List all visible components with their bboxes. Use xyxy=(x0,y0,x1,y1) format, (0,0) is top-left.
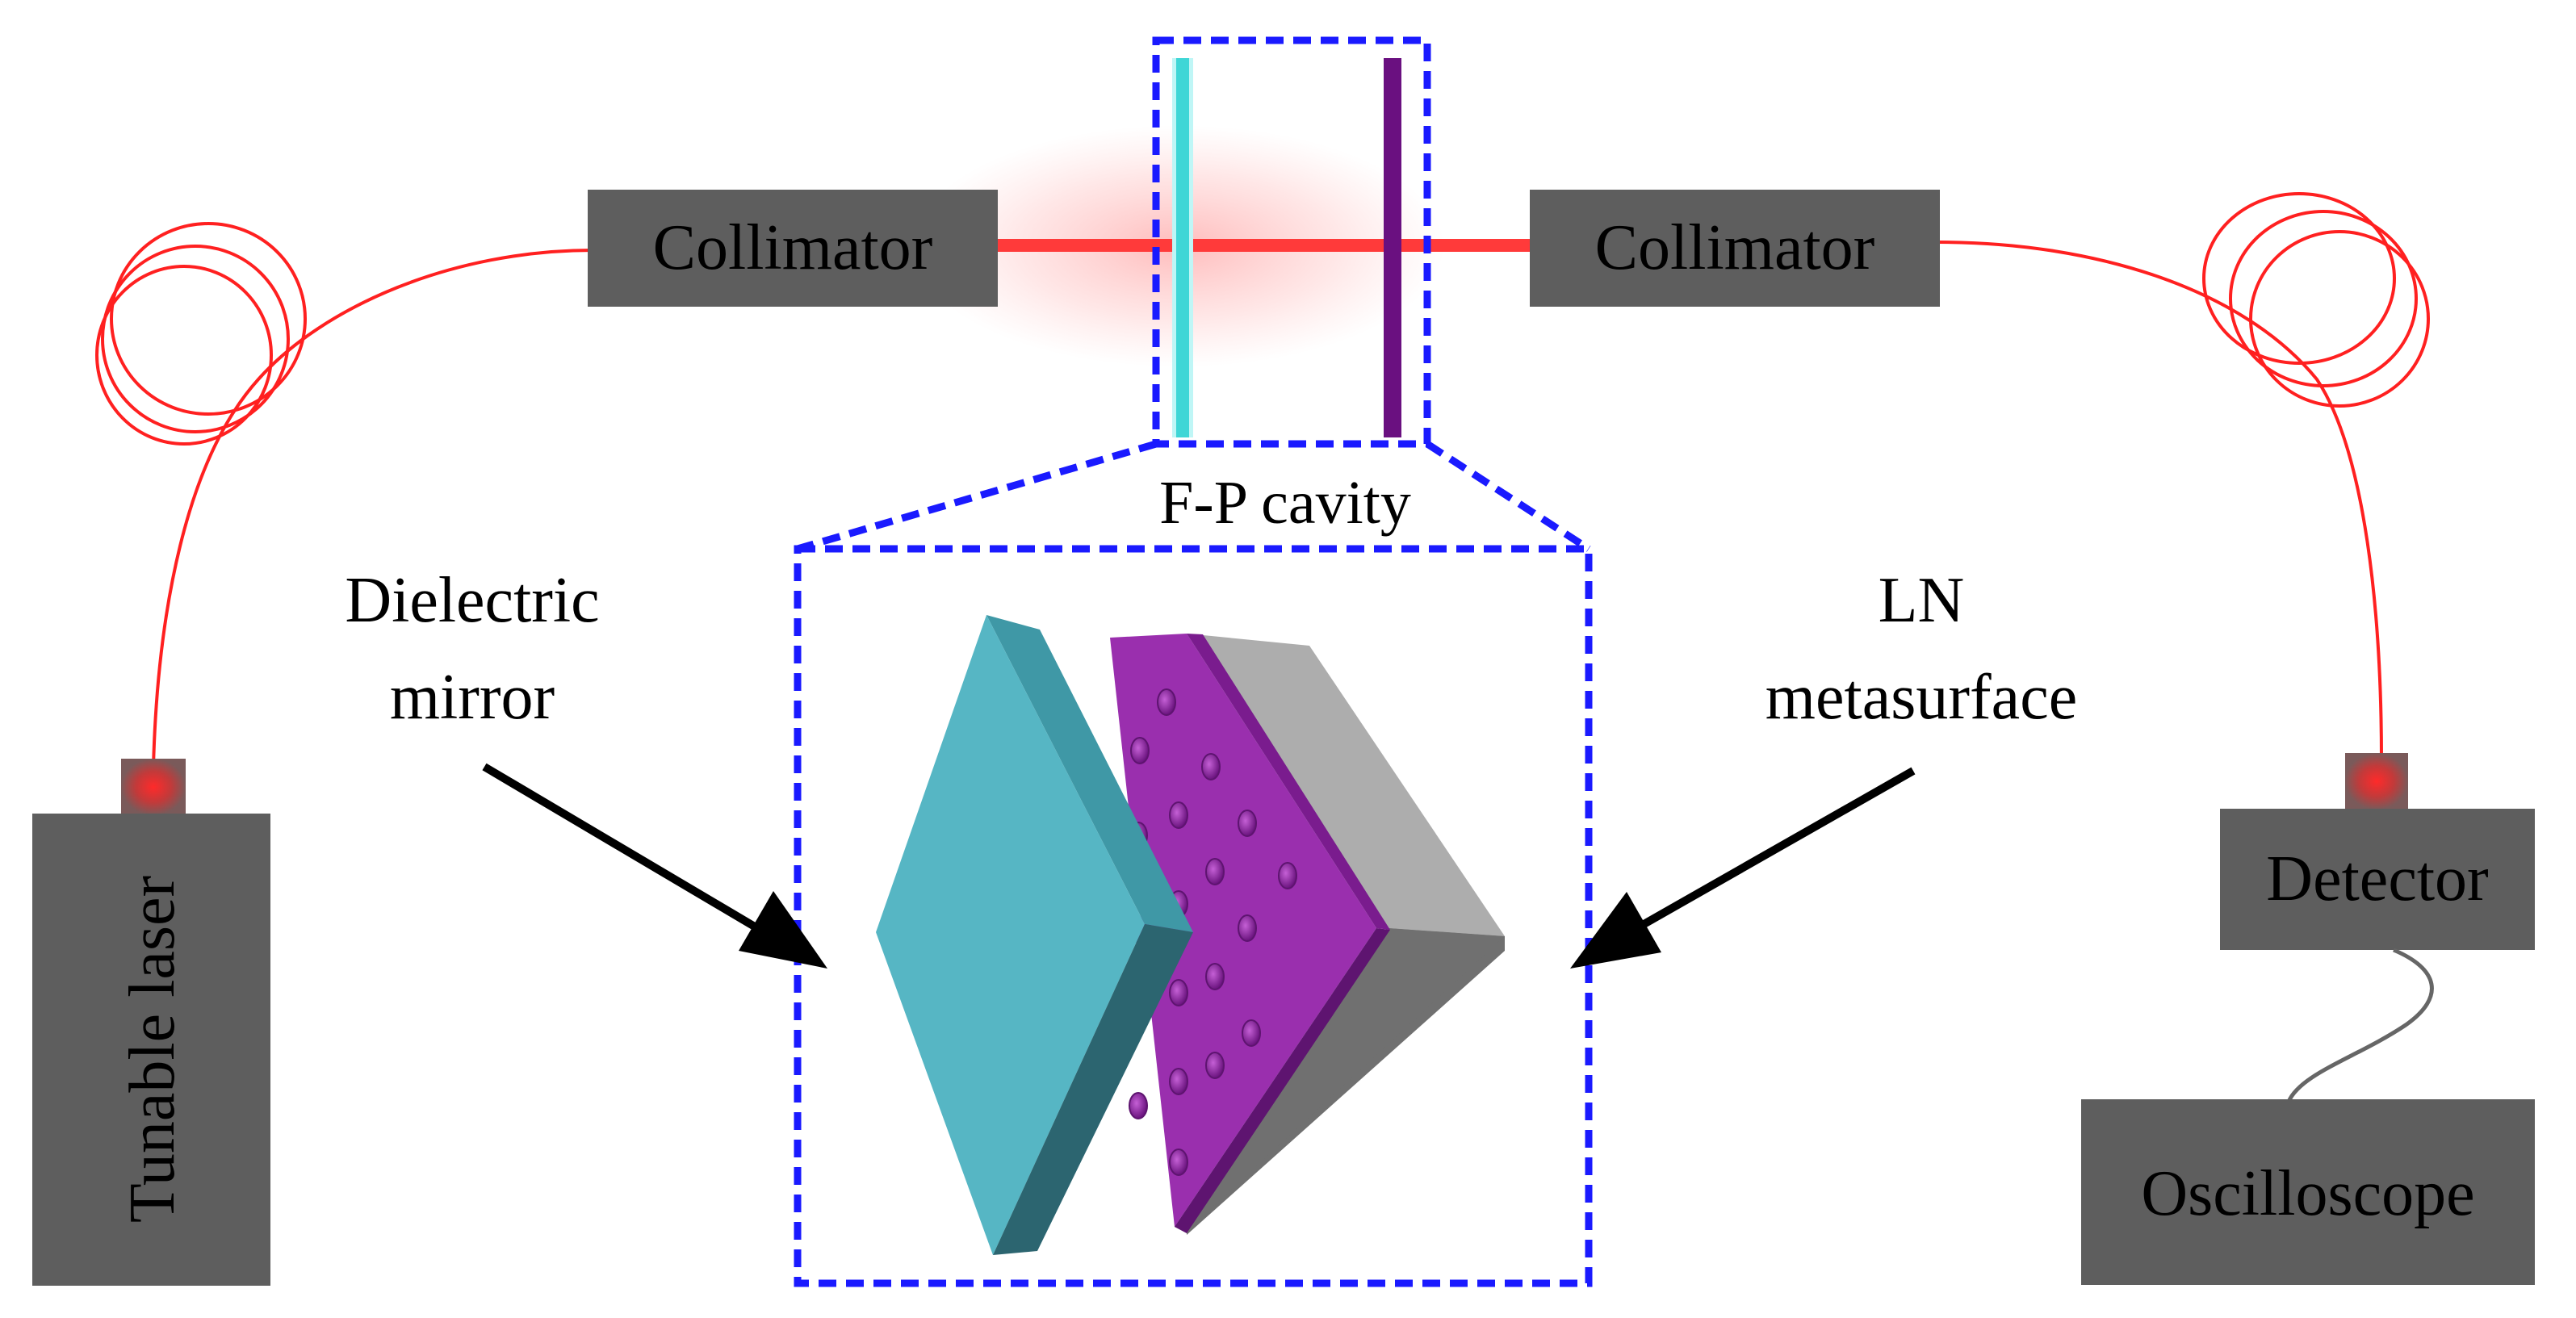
hole xyxy=(1242,1019,1261,1047)
collimator-right: Collimator xyxy=(1530,190,1940,307)
oscilloscope-label: Oscilloscope xyxy=(2141,1158,2474,1229)
fp-dielectric-mirror xyxy=(1176,58,1189,437)
fiber-right-loop-3 xyxy=(2249,230,2430,408)
metasurface-back-edge xyxy=(1187,634,1390,930)
hole xyxy=(1157,688,1176,716)
fp-cavity-top: F-P cavity xyxy=(796,36,1591,553)
fiber-right-loop-1 xyxy=(2202,192,2396,365)
hole xyxy=(1238,914,1257,942)
dielectric-mirror-label-line2: mirror xyxy=(390,662,555,733)
oscilloscope: Oscilloscope xyxy=(2081,1099,2535,1285)
detector-port xyxy=(2345,753,2408,810)
fiber-left-path xyxy=(152,249,594,768)
fiber-right-path xyxy=(1937,241,2383,759)
fiber-left xyxy=(95,222,594,768)
detector: Detector xyxy=(2220,753,2535,950)
zoom-line-left xyxy=(796,440,1158,553)
hole xyxy=(1169,801,1188,829)
ln-metasurface-label-line2: metasurface xyxy=(1766,662,2077,733)
fiber-left-loop-2 xyxy=(101,245,290,433)
hole xyxy=(1169,979,1188,1006)
hole xyxy=(1238,810,1257,837)
fp-metasurface xyxy=(1384,58,1401,437)
dielectric-mirror-label-line1: Dielectric xyxy=(345,565,599,636)
fp-cavity-dashed-box xyxy=(1152,36,1431,448)
collimator-right-box xyxy=(1530,190,1940,307)
hole xyxy=(1205,963,1225,990)
ln-metasurface-arrowhead xyxy=(1570,892,1661,969)
fiber-right-loop-2 xyxy=(2229,210,2418,387)
tunable-laser: Tunable laser xyxy=(32,759,270,1286)
detector-box xyxy=(2220,809,2535,950)
fiber-left-loop-3 xyxy=(95,265,273,446)
hole xyxy=(1201,753,1221,780)
collimator-left-label: Collimator xyxy=(653,212,933,283)
substrate-front-face-2 xyxy=(1175,928,1505,1231)
hole xyxy=(1169,1068,1188,1095)
fp-cavity-label: F-P cavity xyxy=(1159,469,1411,537)
collimator-right-label: Collimator xyxy=(1595,212,1875,283)
fiber-left-loop-1 xyxy=(110,222,307,416)
laser-beam xyxy=(997,239,1530,252)
dielectric-mirror-face xyxy=(876,615,1145,1255)
dielectric-mirror-arrow-shaft xyxy=(482,763,773,940)
tunable-laser-box xyxy=(32,814,270,1286)
hole xyxy=(1129,1092,1148,1119)
inset-dashed-box xyxy=(794,545,1593,1287)
dielectric-mirror-arrowhead xyxy=(739,891,827,969)
tunable-laser-port xyxy=(121,759,186,815)
substrate-front-lower xyxy=(1187,936,1505,1235)
oscilloscope-box xyxy=(2081,1099,2535,1285)
tunable-laser-label: Tunable laser xyxy=(117,876,188,1223)
hole xyxy=(1205,1052,1225,1079)
cavity-inset xyxy=(794,545,1593,1287)
dielectric-mirror-side xyxy=(986,615,1193,932)
hole xyxy=(1130,737,1150,764)
zoom-line-right xyxy=(1425,441,1591,552)
dielectric-mirror-edge xyxy=(993,924,1193,1255)
detector-label: Detector xyxy=(2266,843,2488,914)
hole xyxy=(1278,862,1297,889)
substrate-top-face xyxy=(1187,634,1505,936)
hole xyxy=(1169,1149,1188,1176)
collimator-left-box xyxy=(588,190,998,307)
annotation-dielectric-mirror: Dielectric mirror xyxy=(345,565,827,969)
hole xyxy=(1205,858,1225,885)
metasurface-edge xyxy=(1175,928,1390,1233)
annotation-ln-metasurface: LN metasurface xyxy=(1570,565,2077,969)
ln-metasurface-arrow-shaft xyxy=(1620,767,1916,940)
collimator-left: Collimator xyxy=(588,190,998,307)
ln-metasurface-label-line1: LN xyxy=(1879,565,1965,636)
detector-oscilloscope-cable xyxy=(2286,948,2434,1103)
fiber-right xyxy=(1937,192,2430,759)
